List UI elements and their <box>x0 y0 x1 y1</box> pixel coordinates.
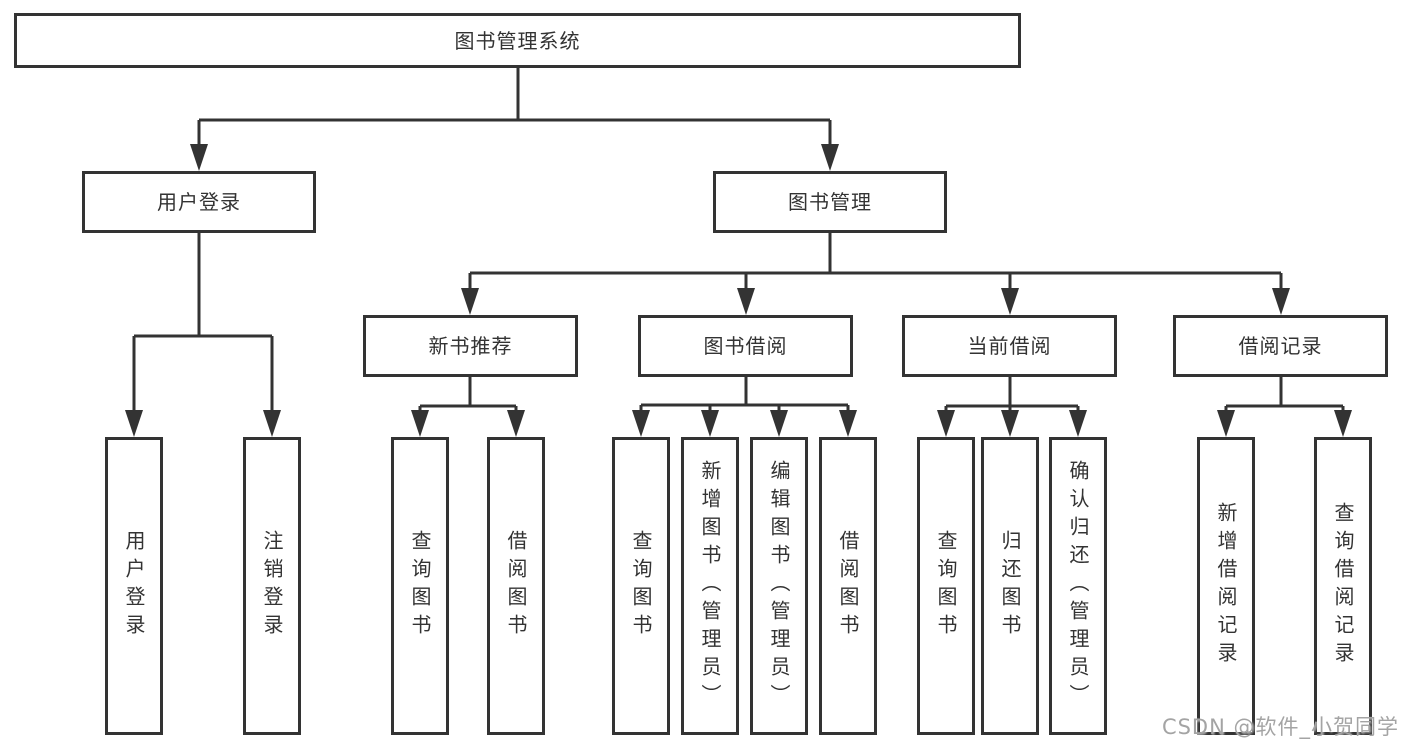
arrowhead <box>507 410 525 437</box>
arrowhead <box>770 410 788 437</box>
leaf-query-books: 查询图书 <box>612 437 670 735</box>
node-label: 归还图书 <box>998 530 1022 642</box>
node-borrowing-records: 借阅记录 <box>1173 315 1388 377</box>
arrowhead <box>1069 410 1087 437</box>
arrowhead <box>461 288 479 315</box>
node-label: 查询图书 <box>408 530 432 642</box>
arrowhead <box>125 410 143 437</box>
arrowhead <box>1272 288 1290 315</box>
arrowhead <box>701 410 719 437</box>
node-label: 用户登录 <box>122 530 146 642</box>
arrowhead <box>839 410 857 437</box>
node-label: 新增借阅记录 <box>1214 502 1238 670</box>
arrowhead <box>1334 410 1352 437</box>
node-label: 用户登录 <box>157 190 241 214</box>
csdn-watermark: CSDN @软件_小贺同学 <box>1161 715 1399 739</box>
leaf-borrow-books-recommend: 借阅图书 <box>487 437 545 735</box>
node-label: 编辑图书（管理员） <box>767 460 791 712</box>
node-new-book-recommend: 新书推荐 <box>363 315 578 377</box>
arrowhead <box>190 144 208 171</box>
arrowhead <box>263 410 281 437</box>
node-label: 图书管理 <box>788 190 872 214</box>
arrowhead <box>1001 288 1019 315</box>
arrowhead <box>1001 410 1019 437</box>
node-label: 查询借阅记录 <box>1331 502 1355 670</box>
node-label: 借阅记录 <box>1238 334 1323 358</box>
leaf-query-books-current: 查询图书 <box>917 437 975 735</box>
leaf-logout: 注销登录 <box>243 437 301 735</box>
leaf-query-borrow-record: 查询借阅记录 <box>1314 437 1372 735</box>
leaf-add-books-admin: 新增图书（管理员） <box>681 437 739 735</box>
node-book-management: 图书管理 <box>713 171 947 233</box>
leaf-add-borrow-record: 新增借阅记录 <box>1197 437 1255 735</box>
leaf-confirm-return-admin: 确认归还（管理员） <box>1049 437 1107 735</box>
leaf-edit-books-admin: 编辑图书（管理员） <box>750 437 808 735</box>
arrowhead <box>632 410 650 437</box>
arrowhead <box>821 144 839 171</box>
node-book-borrowing: 图书借阅 <box>638 315 853 377</box>
node-label: 新增图书（管理员） <box>698 460 722 712</box>
node-root-system: 图书管理系统 <box>14 13 1021 68</box>
node-label: 图书管理系统 <box>454 28 581 53</box>
node-label: 查询图书 <box>934 530 958 642</box>
node-user-login: 用户登录 <box>82 171 316 233</box>
leaf-user-login: 用户登录 <box>105 437 163 735</box>
leaf-return-books: 归还图书 <box>981 437 1039 735</box>
arrowhead <box>1217 410 1235 437</box>
node-current-borrowing: 当前借阅 <box>902 315 1117 377</box>
leaf-borrow-books: 借阅图书 <box>819 437 877 735</box>
arrowhead <box>411 410 429 437</box>
node-label: 当前借阅 <box>967 334 1052 358</box>
node-label: 注销登录 <box>260 530 284 642</box>
node-label: 查询图书 <box>629 530 653 642</box>
node-label: 借阅图书 <box>504 530 528 642</box>
arrowhead <box>737 288 755 315</box>
node-label: 新书推荐 <box>428 334 513 358</box>
node-label: 图书借阅 <box>703 334 788 358</box>
node-label: 确认归还（管理员） <box>1066 460 1090 712</box>
leaf-query-books-recommend: 查询图书 <box>391 437 449 735</box>
arrowhead <box>937 410 955 437</box>
node-label: 借阅图书 <box>836 530 860 642</box>
